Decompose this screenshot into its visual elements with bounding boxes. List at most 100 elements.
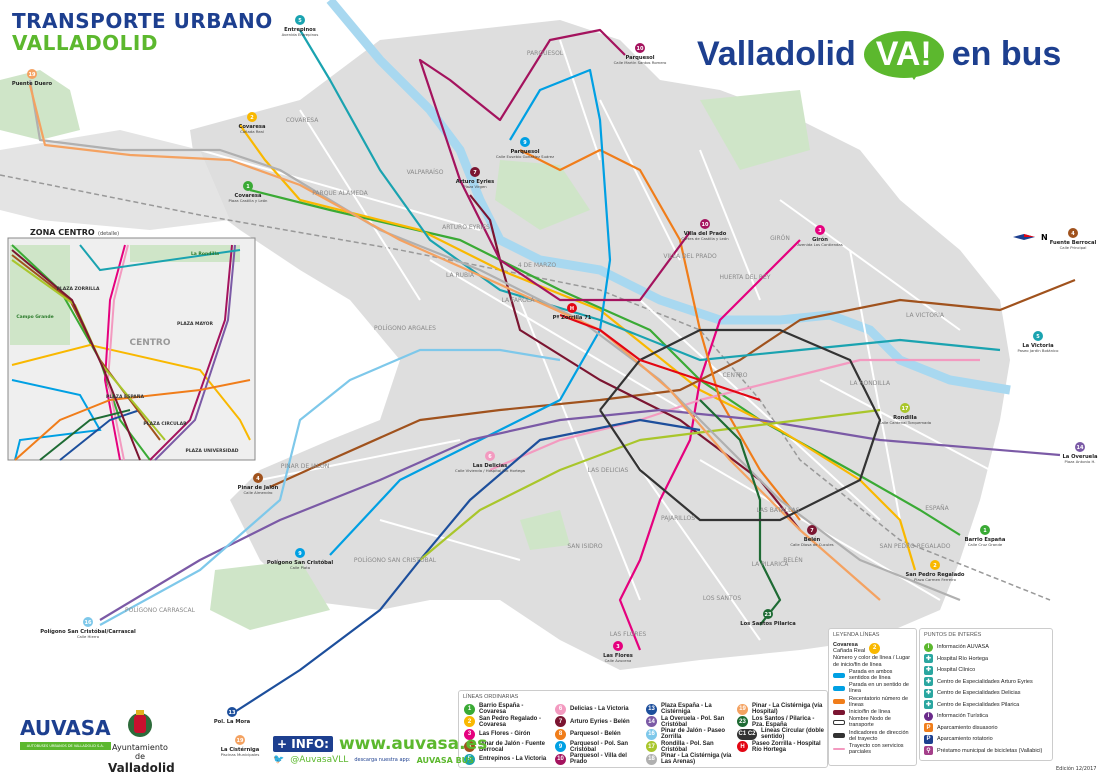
ayto-line1: Ayuntamiento de [112, 743, 168, 761]
line-badge [613, 641, 623, 651]
svg-text:16: 16 [85, 620, 92, 626]
line-badge [485, 451, 495, 461]
bus-line-l10[interactable] [418, 28, 691, 302]
svg-text:17: 17 [902, 406, 909, 412]
line-badge: 10 [555, 753, 566, 765]
poi-icon: ⚲ [924, 746, 933, 756]
terminal-stop[interactable]: HPº Zorrilla 71 [553, 303, 592, 321]
twitter-handle[interactable]: @AuvasaVLL [290, 755, 349, 765]
neighborhood-label: SAN ISIDRO [567, 543, 603, 550]
symbol-label: Nombre Nodo de transporte [849, 716, 891, 729]
terminal-sub: Calle Almendro [244, 490, 274, 495]
line-legend-label: La Overuela - Pol. San Cristóbal [661, 715, 725, 728]
bus-line-h[interactable] [559, 313, 761, 402]
neighborhood-label: 4 DE MARZO [518, 262, 557, 269]
line-legend-label: Líneas Circular (doble sentido) [761, 728, 825, 741]
line-badge [980, 525, 990, 535]
park-south [520, 510, 570, 550]
bus-line-c[interactable] [599, 328, 882, 522]
bus-line-l7[interactable] [469, 194, 801, 531]
bus-line-l4[interactable] [269, 278, 1076, 489]
svg-text:10: 10 [637, 46, 644, 52]
line-badge [1075, 442, 1085, 452]
bus-line-l1[interactable] [249, 188, 961, 536]
app-name[interactable]: AUVASA BUS [416, 755, 474, 765]
bus-line-l8[interactable] [519, 148, 801, 521]
bus-line-l19[interactable] [28, 84, 881, 601]
bus-line-l9[interactable] [329, 68, 612, 556]
bus-line-l2[interactable] [239, 124, 917, 571]
terminal-sub: Cañada Real [240, 129, 264, 134]
poi-label: Centro de Especialidades Delicias [937, 690, 1021, 697]
bus-line-l17[interactable] [419, 408, 881, 561]
bus-line-l14[interactable] [99, 408, 1061, 621]
example-name: Covaresa [833, 642, 858, 648]
terminal-name: Parquesol [625, 55, 654, 61]
bus-line-l18[interactable] [28, 79, 961, 602]
line-badge: 1 [464, 703, 475, 715]
website-link[interactable]: www.auvasa.es [338, 734, 488, 754]
poi-label: Hospital Clínico [937, 667, 976, 674]
bus-line-l23[interactable] [699, 399, 782, 626]
railway [0, 174, 1051, 601]
symbol-legend-item: Indicadores de dirección del trayecto [833, 730, 912, 742]
line-badge: 6 [555, 703, 566, 715]
park-pinar [0, 70, 80, 140]
neighborhood-label: POLÍGONO CARRASCAL [125, 607, 196, 614]
terminal-name: Parquesol [510, 149, 539, 155]
bus-line-l3[interactable] [618, 239, 801, 651]
terminal-sub: Plaza Castilla y León [229, 198, 269, 203]
terminal-sub: Calle Eusebio González Suárez [496, 154, 554, 159]
terminal-name: La Victoria [1022, 343, 1054, 349]
bus-line-l13[interactable] [229, 418, 701, 716]
brand-va-bubble: VA! [863, 30, 944, 80]
bus-line-l16[interactable] [99, 348, 561, 626]
svg-text:4: 4 [256, 476, 260, 482]
